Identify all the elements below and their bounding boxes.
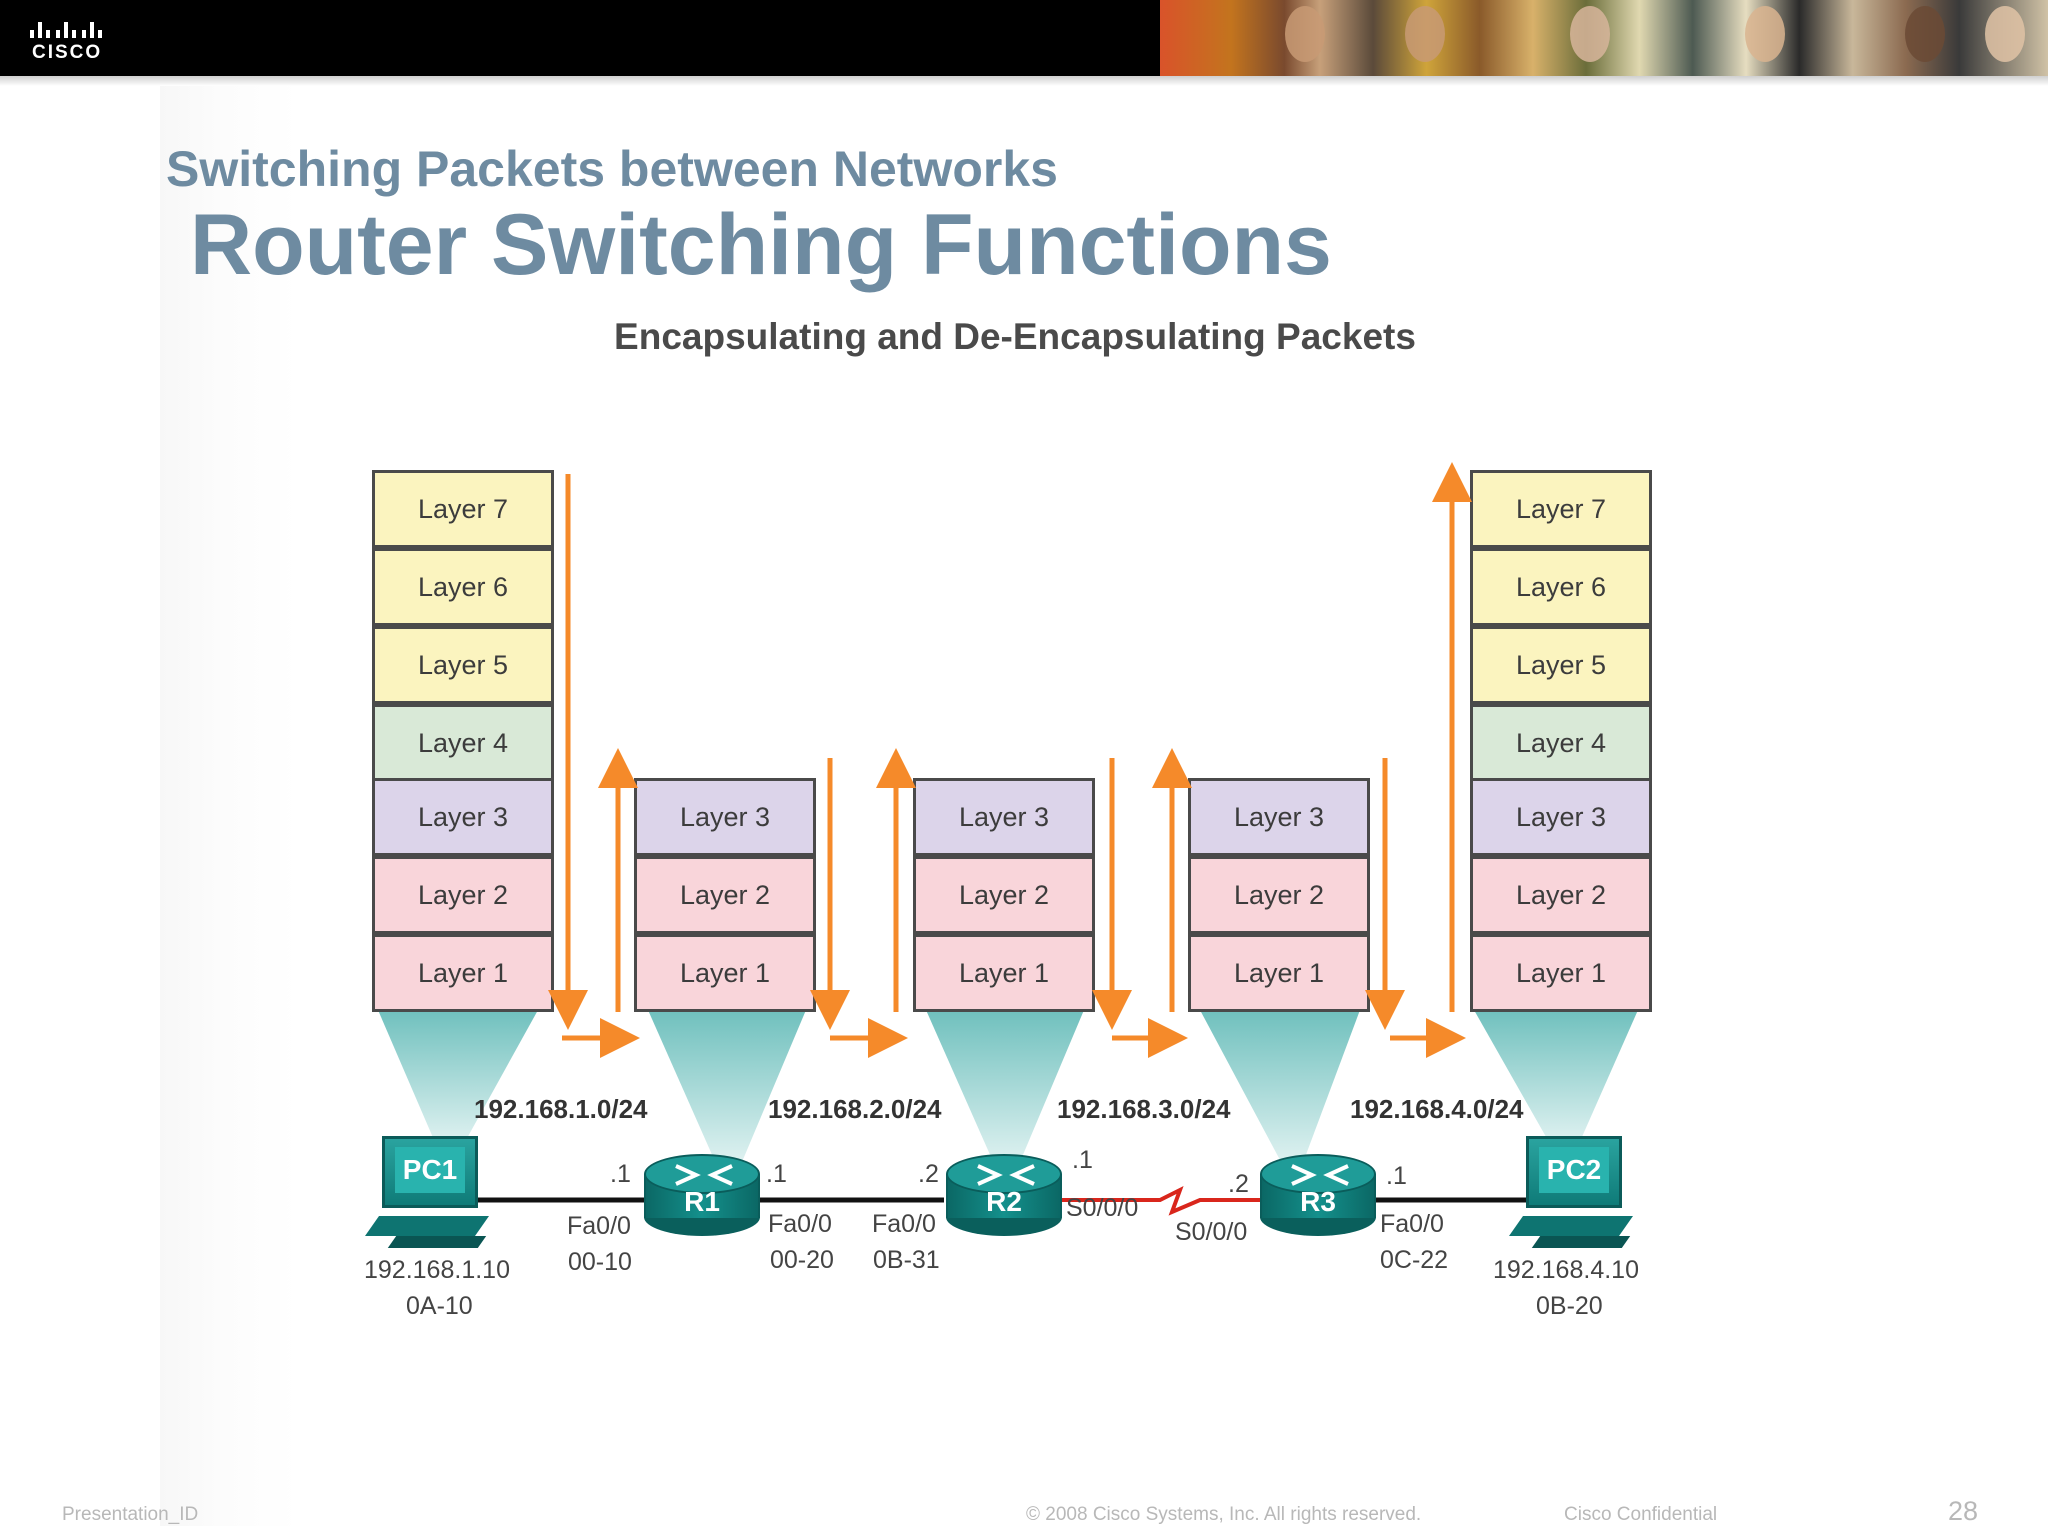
- footer-confidential: Cisco Confidential: [1564, 1504, 1718, 1525]
- network-label-3: 192.168.3.0/24: [1057, 1094, 1231, 1124]
- r1-left-mac: 00-10: [568, 1248, 632, 1276]
- r2-right-iface: S0/0/0: [1066, 1194, 1139, 1222]
- diagram-title: Encapsulating and De-Encapsulating Packe…: [614, 316, 1416, 357]
- r1-layer-2: Layer 2: [634, 856, 816, 934]
- header-shadow: [0, 76, 2048, 86]
- r1-right-iface: Fa0/0: [768, 1210, 832, 1238]
- r3-layer-2: Layer 2: [1188, 856, 1370, 934]
- serial-link-r2-r3: [1056, 1185, 1262, 1216]
- pc1-layer-5: Layer 5: [372, 626, 554, 704]
- footer-presentation-id: Presentation_ID: [62, 1504, 199, 1525]
- pc1-mac: 0A-10: [406, 1292, 473, 1320]
- pc2-layer-6: Layer 6: [1470, 548, 1652, 626]
- pc1-layer-7: Layer 7: [372, 470, 554, 548]
- pc1-ip: 192.168.1.10: [364, 1256, 510, 1284]
- slide-title: Router Switching Functions: [190, 197, 1332, 293]
- pc2-layer-7: Layer 7: [1470, 470, 1652, 548]
- pc1-layer-6: Layer 6: [372, 548, 554, 626]
- r3-name: R3: [1300, 1186, 1336, 1217]
- r1-left-host: .1: [610, 1160, 631, 1188]
- pc2-layer-3: Layer 3: [1470, 778, 1652, 856]
- r1-router-icon[interactable]: R1: [644, 1154, 760, 1236]
- pc1-layer-3: Layer 3: [372, 778, 554, 856]
- r1-layer-1: Layer 1: [634, 934, 816, 1012]
- pc1-name: PC1: [395, 1147, 465, 1193]
- r2-left-iface: Fa0/0: [872, 1210, 936, 1238]
- r2-router-icon[interactable]: R2: [946, 1154, 1062, 1236]
- r2-name: R2: [986, 1186, 1022, 1217]
- r2-layer-2: Layer 2: [913, 856, 1095, 934]
- pc1-layer-1: Layer 1: [372, 934, 554, 1012]
- pc2-computer-icon[interactable]: PC2: [1508, 1136, 1636, 1256]
- header-bar: CISCO: [0, 0, 2048, 76]
- network-label-2: 192.168.2.0/24: [768, 1094, 942, 1124]
- pc2-ip: 192.168.4.10: [1493, 1256, 1639, 1284]
- network-label-1: 192.168.1.0/24: [474, 1094, 648, 1124]
- r3-right-host: .1: [1386, 1162, 1407, 1190]
- page-number: 28: [1948, 1496, 1979, 1526]
- pc1-computer-icon[interactable]: PC1: [364, 1136, 492, 1256]
- r3-left-host: .2: [1228, 1170, 1249, 1198]
- pc2-layer-4: Layer 4: [1470, 704, 1652, 782]
- r2-left-host: .2: [918, 1160, 939, 1188]
- pc1-layer-2: Layer 2: [372, 856, 554, 934]
- r1-left-iface: Fa0/0: [567, 1212, 631, 1240]
- r2-layer-1: Layer 1: [913, 934, 1095, 1012]
- r3-right-mac: 0C-22: [1380, 1246, 1449, 1274]
- network-label-4: 192.168.4.0/24: [1350, 1094, 1524, 1124]
- r3-layer-1: Layer 1: [1188, 934, 1370, 1012]
- r3-layer-3: Layer 3: [1188, 778, 1370, 856]
- slide-subtitle: Switching Packets between Networks: [166, 141, 1058, 197]
- pc2-name: PC2: [1539, 1147, 1609, 1193]
- r1-layer-3: Layer 3: [634, 778, 816, 856]
- pc2-layer-1: Layer 1: [1470, 934, 1652, 1012]
- pc2-layer-2: Layer 2: [1470, 856, 1652, 934]
- r3-router-icon[interactable]: R3: [1260, 1154, 1376, 1236]
- pc2-mac: 0B-20: [1536, 1292, 1603, 1320]
- footer-copyright: © 2008 Cisco Systems, Inc. All rights re…: [1026, 1504, 1422, 1525]
- r3-right-iface: Fa0/0: [1380, 1210, 1444, 1238]
- r2-layer-3: Layer 3: [913, 778, 1095, 856]
- r1-right-mac: 00-20: [770, 1246, 834, 1274]
- r1-right-host: .1: [766, 1160, 787, 1188]
- cisco-logo: CISCO: [30, 12, 120, 64]
- r2-right-host: .1: [1072, 1146, 1093, 1174]
- r1-name: R1: [684, 1186, 720, 1217]
- r2-left-mac: 0B-31: [873, 1246, 940, 1274]
- pc2-layer-5: Layer 5: [1470, 626, 1652, 704]
- r3-left-iface: S0/0/0: [1175, 1218, 1248, 1246]
- header-photo-strip: [1160, 0, 2048, 76]
- cisco-wordmark: CISCO: [32, 42, 103, 63]
